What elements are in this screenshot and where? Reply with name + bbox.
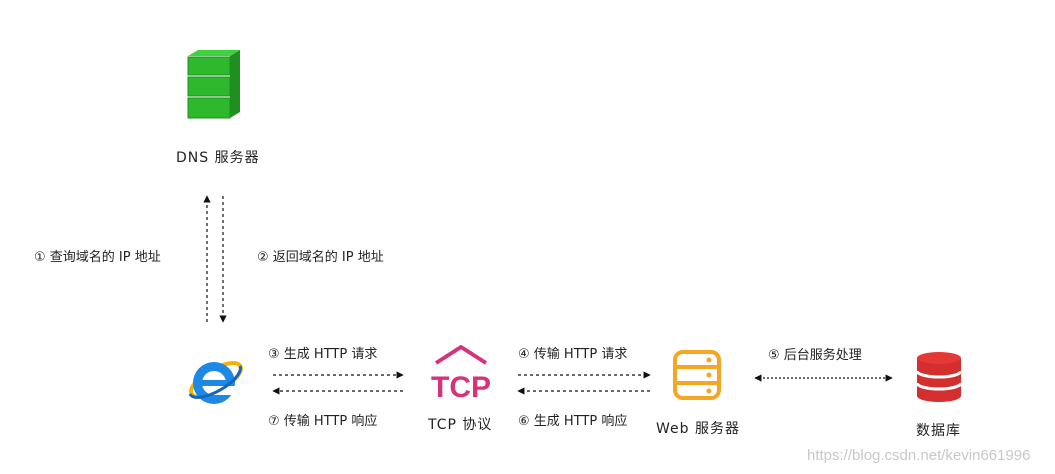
step-6-label: ⑥ 生成 HTTP 响应 (518, 414, 628, 429)
svg-text:TCP: TCP (431, 371, 491, 404)
web-server-icon (672, 350, 722, 404)
tcp-house-icon: TCP (430, 343, 492, 405)
step-4-label: ④ 传输 HTTP 请求 (518, 347, 628, 362)
watermark-text: https://blog.csdn.net/kevin661996 (807, 447, 1031, 464)
browser-e-icon (184, 350, 246, 416)
step-5-label: ⑤ 后台服务处理 (768, 348, 862, 363)
database-label: 数据库 (916, 423, 961, 439)
tcp-protocol-label: TCP 协议 (428, 417, 493, 433)
dns-server-icon (186, 50, 246, 124)
web-server-label: Web 服务器 (656, 421, 740, 437)
step-3-label: ③ 生成 HTTP 请求 (268, 347, 378, 362)
step-2-label: ② 返回域名的 IP 地址 (257, 250, 384, 265)
database-cylinder-icon (915, 350, 963, 406)
dns-server-label: DNS 服务器 (176, 150, 260, 166)
step-1-label: ① 查询域名的 IP 地址 (34, 250, 161, 265)
step-7-label: ⑦ 传输 HTTP 响应 (268, 414, 378, 429)
